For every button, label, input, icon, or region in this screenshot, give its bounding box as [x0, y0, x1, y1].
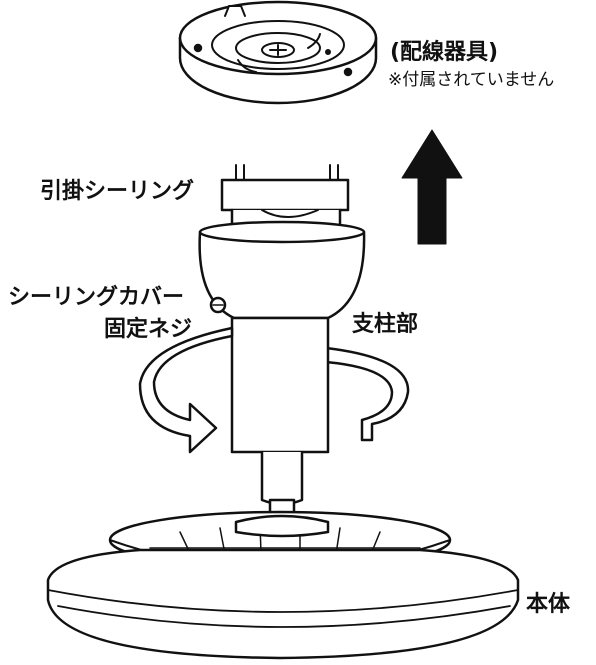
fixing-screw-label: 固定ネジ [104, 317, 193, 342]
support-pole-label: 支柱部 [352, 312, 419, 337]
hook-ceiling-label: 引掛シーリング [40, 179, 195, 204]
wiring-device [178, 0, 378, 105]
ceiling-cover-label: シーリングカバー [8, 285, 185, 310]
rotation-arrow-front [138, 326, 234, 454]
main-body-label: 本体 [526, 592, 571, 617]
connector-stem [260, 450, 304, 520]
rotation-arrow-icon [324, 346, 410, 442]
ceiling-cover [198, 220, 366, 320]
wiring-device-label: (配線器具) [390, 40, 499, 65]
up-arrow-icon [401, 129, 463, 245]
support-pole [230, 316, 330, 454]
wiring-note-label: ※付属されていません [388, 70, 555, 90]
main-body [46, 510, 520, 660]
